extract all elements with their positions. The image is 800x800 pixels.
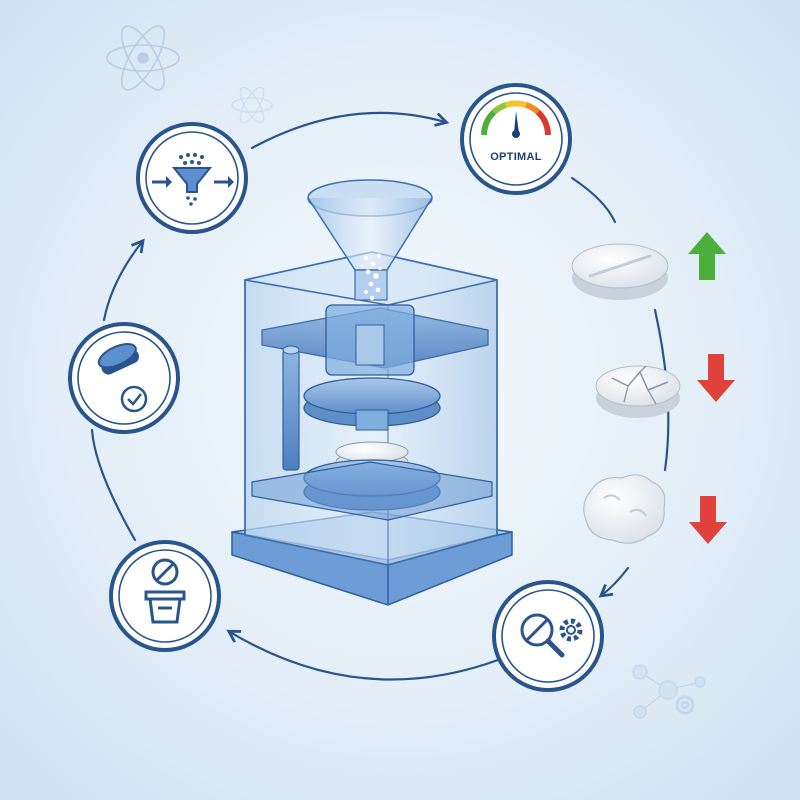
outcome-intact-tablet	[571, 232, 726, 300]
arrow-up-icon	[688, 232, 726, 280]
outcome-cracked-tablet	[595, 354, 735, 418]
intact-tablet-icon	[571, 243, 669, 300]
deformed-tablet-icon	[583, 474, 666, 544]
cracked-tablet-icon	[595, 365, 681, 418]
step-approved	[68, 322, 180, 434]
atom-icon	[231, 86, 273, 124]
arrow-down-icon	[689, 496, 727, 544]
pressure-gauge-icon	[481, 100, 551, 138]
atom-icon	[106, 25, 180, 91]
rejected-tablet-bin-icon	[144, 558, 186, 624]
arrow-down-icon	[697, 354, 735, 402]
gear-icon	[675, 695, 695, 715]
approved-tablet-check-icon	[97, 342, 148, 413]
inspection-magnifier-gear-icon	[520, 613, 583, 658]
step-optimal-pressure: OPTIMAL	[460, 83, 572, 195]
powder-funnel-feed-icon	[152, 153, 234, 206]
tablet-press-machine-icon	[231, 179, 513, 606]
outcome-deformed-tablet	[583, 474, 727, 544]
step-feed-powder	[136, 122, 248, 234]
step-reject	[109, 540, 221, 652]
molecule-icon	[632, 664, 706, 719]
cycle-arrows	[90, 111, 670, 681]
gauge-label: OPTIMAL	[490, 151, 542, 163]
step-inspection	[492, 580, 604, 692]
